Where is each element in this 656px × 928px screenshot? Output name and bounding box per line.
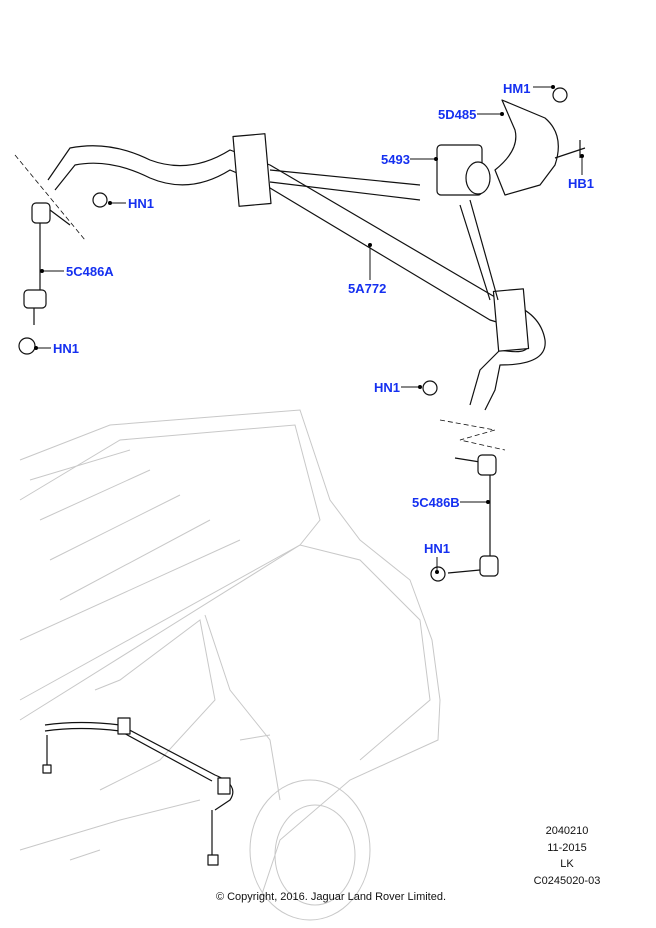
callout-5493[interactable]: 5493 bbox=[381, 152, 410, 167]
vehicle-outline bbox=[19, 409, 441, 921]
copyright: © Copyright, 2016. Jaguar Land Rover Lim… bbox=[216, 891, 446, 903]
callout-hn1-left-lower[interactable]: HN1 bbox=[53, 341, 79, 356]
callout-hm1[interactable]: HM1 bbox=[503, 81, 530, 96]
callouts: HM1 5D485 5493 HB1 HN1 5C486A 5A772 HN1 … bbox=[34, 81, 594, 574]
stabilizer-bar-drawing bbox=[14, 133, 546, 451]
bushing-bracket-drawing bbox=[436, 87, 586, 196]
callout-hn1-right-upper[interactable]: HN1 bbox=[374, 380, 400, 395]
callout-5c486b[interactable]: 5C486B bbox=[412, 495, 460, 510]
diagram-meta: 2040210 11-2015 LK C0245020-03 © Copyrig… bbox=[216, 825, 600, 903]
callout-5a772[interactable]: 5A772 bbox=[348, 281, 386, 296]
installed-bar-thumbnail bbox=[42, 717, 234, 866]
callout-hn1-left-upper[interactable]: HN1 bbox=[128, 196, 154, 211]
diagram-code: 2040210 bbox=[546, 825, 589, 837]
diagram-date: 11-2015 bbox=[547, 842, 587, 854]
link-drawings bbox=[18, 192, 499, 582]
diagram-initials: LK bbox=[560, 858, 574, 870]
diagram-reference: C0245020-03 bbox=[534, 875, 601, 887]
callout-5c486a[interactable]: 5C486A bbox=[66, 264, 114, 279]
callout-5d485[interactable]: 5D485 bbox=[438, 107, 476, 122]
callout-hb1[interactable]: HB1 bbox=[568, 176, 594, 191]
callout-hn1-right-lower[interactable]: HN1 bbox=[424, 541, 450, 556]
